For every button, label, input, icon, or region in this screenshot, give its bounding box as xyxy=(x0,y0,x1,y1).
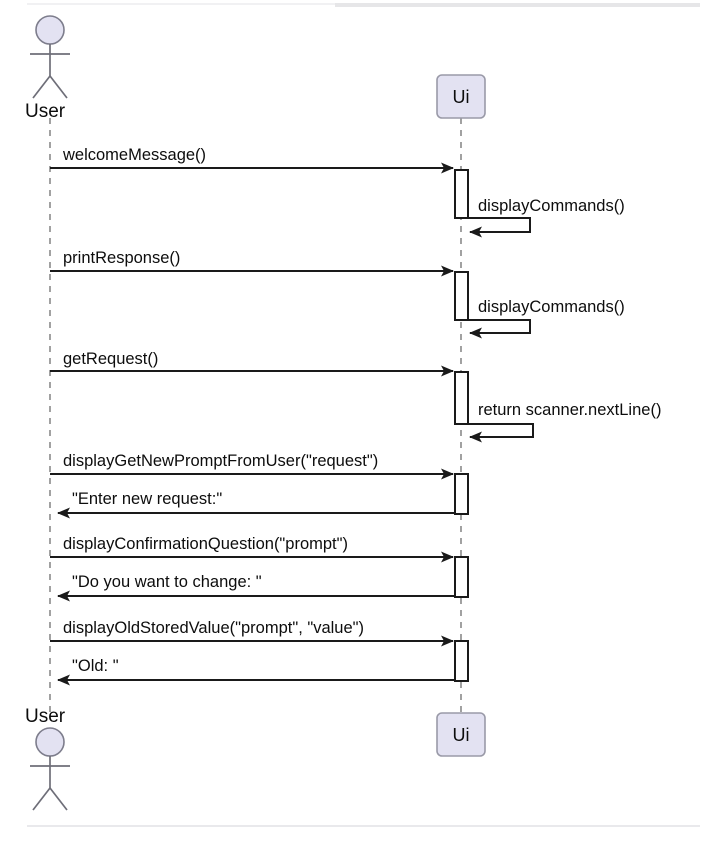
actor-head-icon xyxy=(35,727,65,757)
message-label: "Do you want to change: " xyxy=(72,573,262,591)
message-label: printResponse() xyxy=(63,249,180,267)
self-call-path[interactable] xyxy=(468,423,534,443)
message-enter-new-request[interactable]: "Enter new request:" xyxy=(57,490,455,519)
message-display-old-stored-value[interactable]: displayOldStoredValue("prompt", "value") xyxy=(50,619,454,647)
message-label: welcomeMessage() xyxy=(62,146,206,164)
message-label: "Old: " xyxy=(72,657,119,675)
message-old-value[interactable]: "Old: " xyxy=(57,657,455,686)
message-label: displayCommands() xyxy=(478,197,625,215)
message-label: displayGetNewPromptFromUser("request") xyxy=(63,452,378,470)
participant-ui-bottom[interactable]: Ui xyxy=(436,712,486,757)
message-label: "Enter new request:" xyxy=(72,490,222,508)
self-call-path[interactable] xyxy=(468,217,531,238)
message-do-you-want-to-change[interactable]: "Do you want to change: " xyxy=(57,573,455,602)
actor-head-icon xyxy=(35,15,65,45)
message-display-commands-2[interactable]: displayCommands() xyxy=(468,298,625,339)
participant-box-ui-bottom[interactable] xyxy=(436,712,486,757)
message-display-get-new-prompt-from-user[interactable]: displayGetNewPromptFromUser("request") xyxy=(50,452,454,480)
self-call-path[interactable] xyxy=(468,319,531,339)
activation-bar xyxy=(454,371,469,425)
actor-left-leg-line xyxy=(32,787,51,811)
message-get-request[interactable]: getRequest() xyxy=(50,350,454,377)
actor-user-bottom: User xyxy=(25,706,70,811)
message-display-commands-1[interactable]: displayCommands() xyxy=(468,197,625,238)
actor-right-leg-line xyxy=(49,75,68,99)
actor-user-top: User xyxy=(25,15,70,122)
activation-bar xyxy=(454,640,469,682)
message-label: displayConfirmationQuestion("prompt") xyxy=(63,535,348,553)
actor-label-user-top: User xyxy=(25,101,66,122)
participant-ui-top[interactable]: Ui xyxy=(436,74,486,119)
message-display-confirmation-question[interactable]: displayConfirmationQuestion("prompt") xyxy=(50,535,454,563)
activation-bars xyxy=(454,169,469,682)
message-label: getRequest() xyxy=(63,350,158,368)
message-label: displayCommands() xyxy=(478,298,625,316)
message-label: displayOldStoredValue("prompt", "value") xyxy=(63,619,364,637)
actor-label-user-bottom: User xyxy=(25,706,66,727)
message-label: return scanner.nextLine() xyxy=(478,401,661,419)
message-print-response[interactable]: printResponse() xyxy=(50,249,454,277)
message-return-scanner-nextline[interactable]: return scanner.nextLine() xyxy=(468,401,661,443)
participant-label-ui-top: Ui xyxy=(453,87,470,107)
activation-bar xyxy=(454,271,469,321)
actor-left-leg-line xyxy=(32,75,51,99)
activation-bar xyxy=(454,169,469,219)
activation-bar xyxy=(454,473,469,515)
page-dividers xyxy=(27,3,700,827)
participant-label-ui-bottom: Ui xyxy=(453,725,470,745)
actor-right-leg-line xyxy=(49,787,68,811)
message-welcome-message[interactable]: welcomeMessage() xyxy=(50,146,454,174)
activation-bar xyxy=(454,556,469,598)
participant-box-ui-top[interactable] xyxy=(436,74,486,119)
